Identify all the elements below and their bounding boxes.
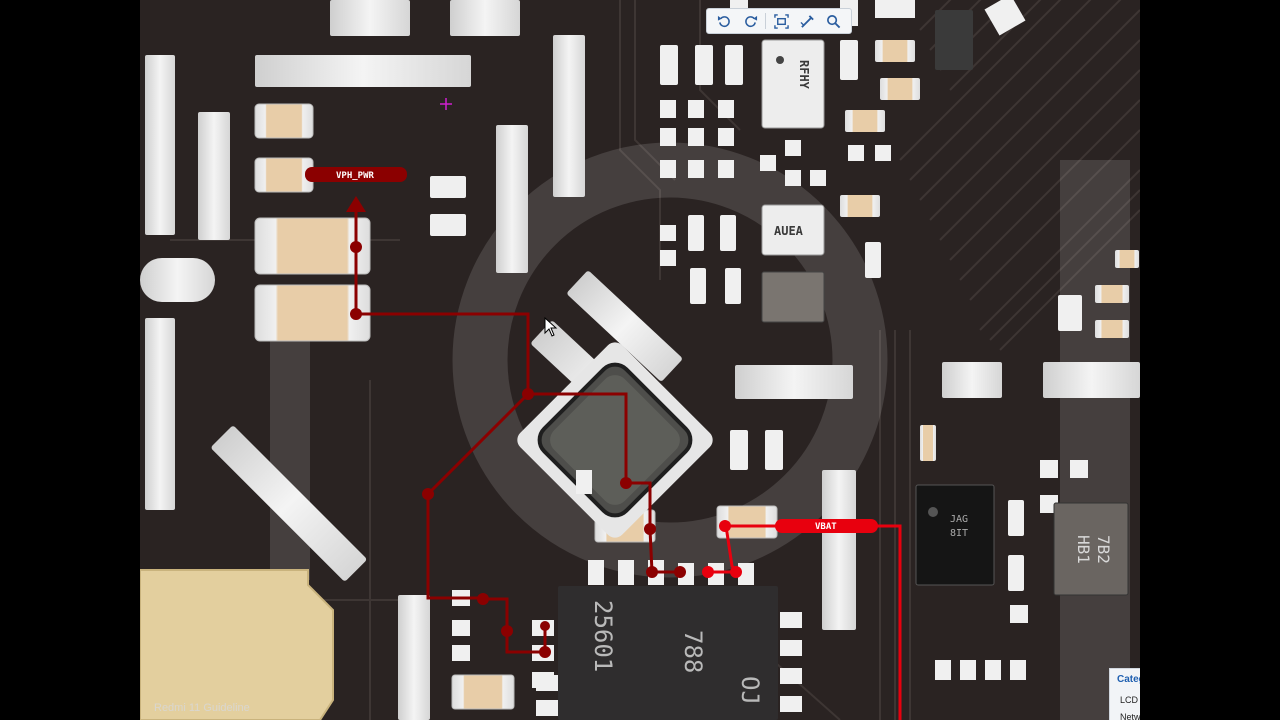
chip-marking-rfhy: RFHY — [797, 60, 811, 90]
chip-marking-hb1: HB1 — [1074, 535, 1093, 564]
vph-pwr-label[interactable]: VPH_PWR — [305, 167, 407, 182]
pcb-viewer[interactable]: RFHY AUEA JAG 8IT 7B2 HB1 256 — [140, 0, 1140, 720]
net-label-vph-pwr: VPH_PWR — [336, 171, 375, 181]
fit-view-icon — [774, 13, 789, 29]
gold-pad — [140, 569, 334, 720]
pcb-board[interactable]: RFHY AUEA JAG 8IT 7B2 HB1 256 — [140, 0, 1140, 720]
search-button[interactable] — [823, 11, 845, 31]
net-vph-pwr-nodes — [350, 241, 686, 658]
vbat-label[interactable]: VBAT — [775, 519, 878, 533]
guideline-watermark: Redmi 11 Guideline — [154, 702, 250, 714]
chip-marking-788: 788 — [679, 630, 707, 673]
measure-tool-button[interactable] — [797, 11, 819, 31]
chip-marking-7b2: 7B2 — [1094, 535, 1113, 564]
chip-marking-oj: OJ — [736, 676, 764, 705]
net-label-vbat: VBAT — [815, 522, 837, 532]
mouse-cursor-icon — [544, 316, 558, 337]
rotate-left-icon — [717, 15, 730, 27]
rotate-left-button[interactable] — [713, 11, 735, 31]
categories-panel: Categories LCD Network — [1109, 668, 1140, 720]
rotate-right-button[interactable] — [739, 11, 761, 31]
categories-title: Categories — [1117, 674, 1140, 685]
measure-tool-icon — [800, 14, 814, 28]
ic-auea: AUEA — [761, 204, 825, 256]
viewer-toolbar — [706, 8, 852, 34]
ic-7b2: 7B2 HB1 — [1053, 502, 1129, 596]
category-item-lcd[interactable]: LCD — [1120, 695, 1139, 705]
ic-rfhy: RFHY — [761, 39, 825, 129]
chip-marking-jag: JAG — [950, 514, 968, 525]
fit-view-button[interactable] — [771, 11, 793, 31]
pads-left — [140, 0, 1140, 720]
net-vbat-nodes — [702, 520, 742, 578]
chip-marking-8it: 8IT — [950, 528, 968, 539]
ic-main-pmic: 25601 788 OJ — [536, 563, 778, 720]
ic-bga-small — [761, 271, 825, 323]
ic-jag: JAG 8IT — [915, 484, 995, 586]
category-item-network[interactable]: Network — [1120, 712, 1140, 720]
small-components — [452, 0, 1139, 712]
vph-pwr-arrow-icon — [346, 196, 366, 212]
chip-marking-25601: 25601 — [589, 600, 617, 672]
toolbar-separator — [765, 13, 767, 29]
chip-marking-auea: AUEA — [774, 224, 804, 238]
crosshair-marker-icon — [440, 98, 452, 110]
rotate-right-icon — [744, 15, 757, 27]
search-icon — [827, 14, 841, 28]
ic-top-right — [935, 10, 973, 70]
